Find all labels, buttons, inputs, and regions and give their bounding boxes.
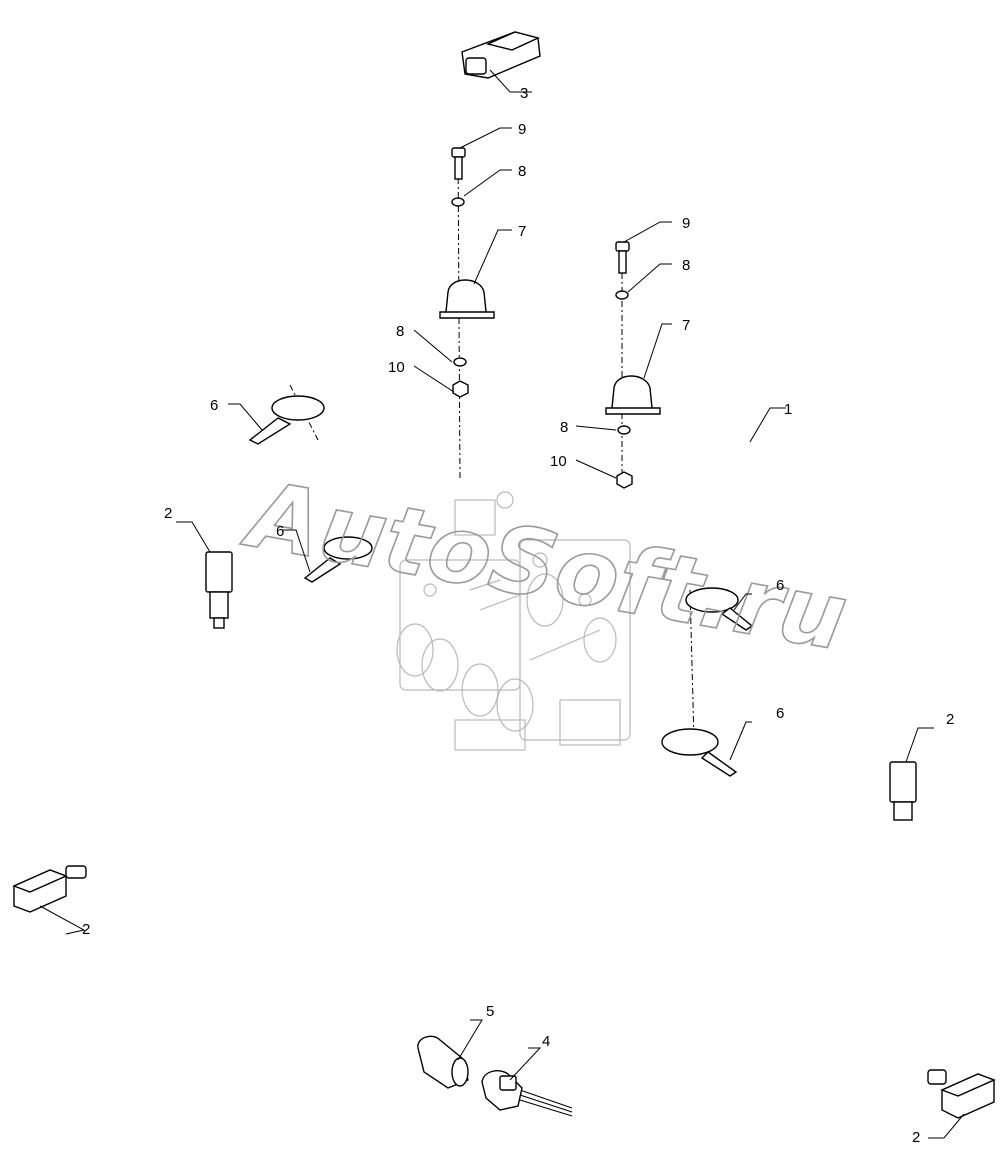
callout-labels: 3 9 8 7 8 10 9 8 7 8 10 1 6 6 6 6 2 2 2 …	[82, 85, 954, 1146]
callout-1: 1	[784, 401, 792, 418]
watermark: AutoSoft.ru	[235, 459, 855, 672]
callout-4: 4	[542, 1033, 550, 1050]
callout-10-left: 10	[388, 359, 405, 376]
clamp-7-left	[439, 279, 495, 319]
callout-6-left-lower: 6	[276, 523, 284, 540]
nuts-10	[452, 380, 633, 489]
callout-8-lower-right: 8	[560, 419, 568, 436]
callout-2-left-lower: 2	[82, 921, 90, 938]
hoses	[94, 66, 935, 1117]
callout-2-right-lower: 2	[912, 1129, 920, 1146]
leader-lines	[39, 69, 965, 1139]
cable-tie-6-a	[248, 395, 325, 445]
cable-tie-6-b	[303, 536, 373, 583]
bolt-9-right	[615, 241, 630, 274]
callout-8-lower-left: 8	[396, 323, 404, 340]
callout-2-right-upper: 2	[946, 711, 954, 728]
connector-3	[461, 31, 541, 79]
callout-6-left-upper: 6	[210, 397, 218, 414]
connector-2-left-lower	[12, 865, 87, 913]
connector-2-left-upper	[205, 551, 233, 629]
clamp-7-right	[605, 375, 661, 415]
callout-10-right: 10	[550, 453, 567, 470]
bolt-9-left	[451, 147, 466, 180]
callout-6-right-upper: 6	[776, 577, 784, 594]
callout-3: 3	[520, 85, 528, 102]
callout-5: 5	[486, 1003, 494, 1020]
cable-tie-6-c	[685, 587, 754, 631]
callout-9-right: 9	[682, 215, 690, 232]
connector-5	[417, 1035, 469, 1089]
connector-4	[481, 1070, 523, 1111]
callout-7-right: 7	[682, 317, 690, 334]
callout-2-left-upper: 2	[164, 505, 172, 522]
connector-2-right-upper	[889, 761, 917, 821]
callout-7-left: 7	[518, 223, 526, 240]
cable-tie-6-d	[661, 728, 738, 777]
callout-6-right-lower: 6	[776, 705, 784, 722]
svg-text:AutoSoft.ru: AutoSoft.ru	[236, 460, 854, 671]
washers-8	[451, 197, 631, 435]
callout-8-upper-left: 8	[518, 163, 526, 180]
callout-8-upper-right: 8	[682, 257, 690, 274]
callout-9-left: 9	[518, 121, 526, 138]
control-valve-block-ghost	[396, 491, 631, 751]
connector-2-right-lower	[927, 1069, 996, 1119]
